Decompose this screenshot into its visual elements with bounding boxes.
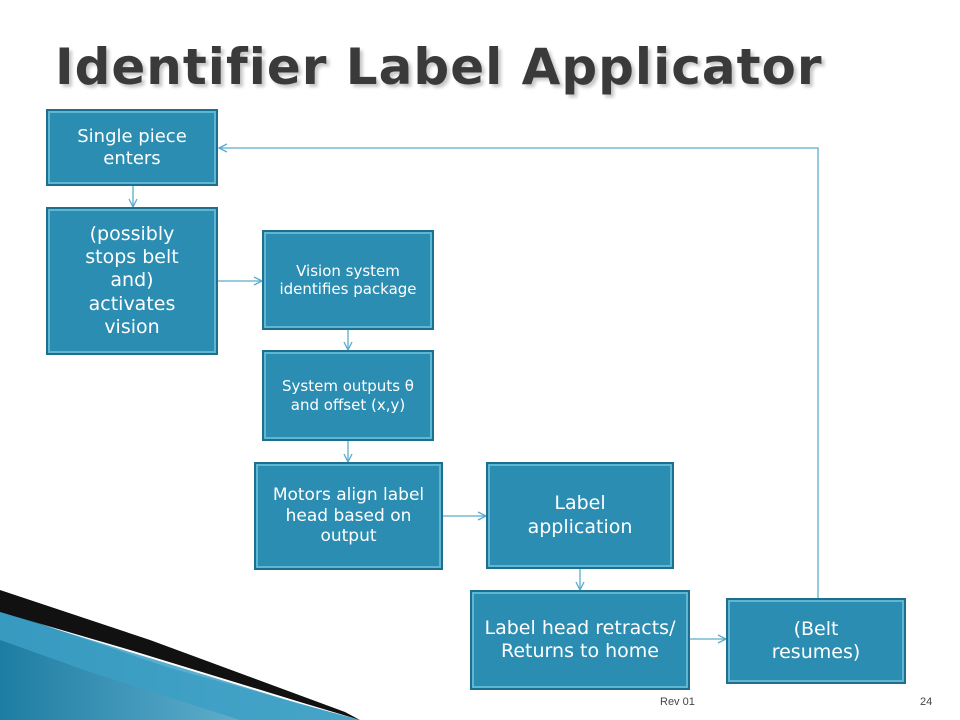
revision-label: Rev 01 <box>660 696 695 708</box>
step-single-piece-enters: Single piece enters <box>46 109 218 186</box>
step-vision-identifies-package: Vision system identifies package <box>262 230 434 330</box>
page-number: 24 <box>920 696 933 708</box>
step-belt-resumes: (Belt resumes) <box>726 598 906 684</box>
step-system-outputs-offset: System outputs θ and offset (x,y) <box>262 350 434 441</box>
step-label-application: Label application <box>486 462 674 569</box>
step-activates-vision: (possibly stops belt and) activates visi… <box>46 207 218 355</box>
step-label-head-retracts: Label head retracts/ Returns to home <box>470 590 690 690</box>
slide-title: Identifier Label Applicator <box>55 38 823 96</box>
arrow-step8-to-step1-feedback <box>219 148 819 598</box>
step-motors-align-label-head: Motors align label head based on output <box>254 462 443 570</box>
